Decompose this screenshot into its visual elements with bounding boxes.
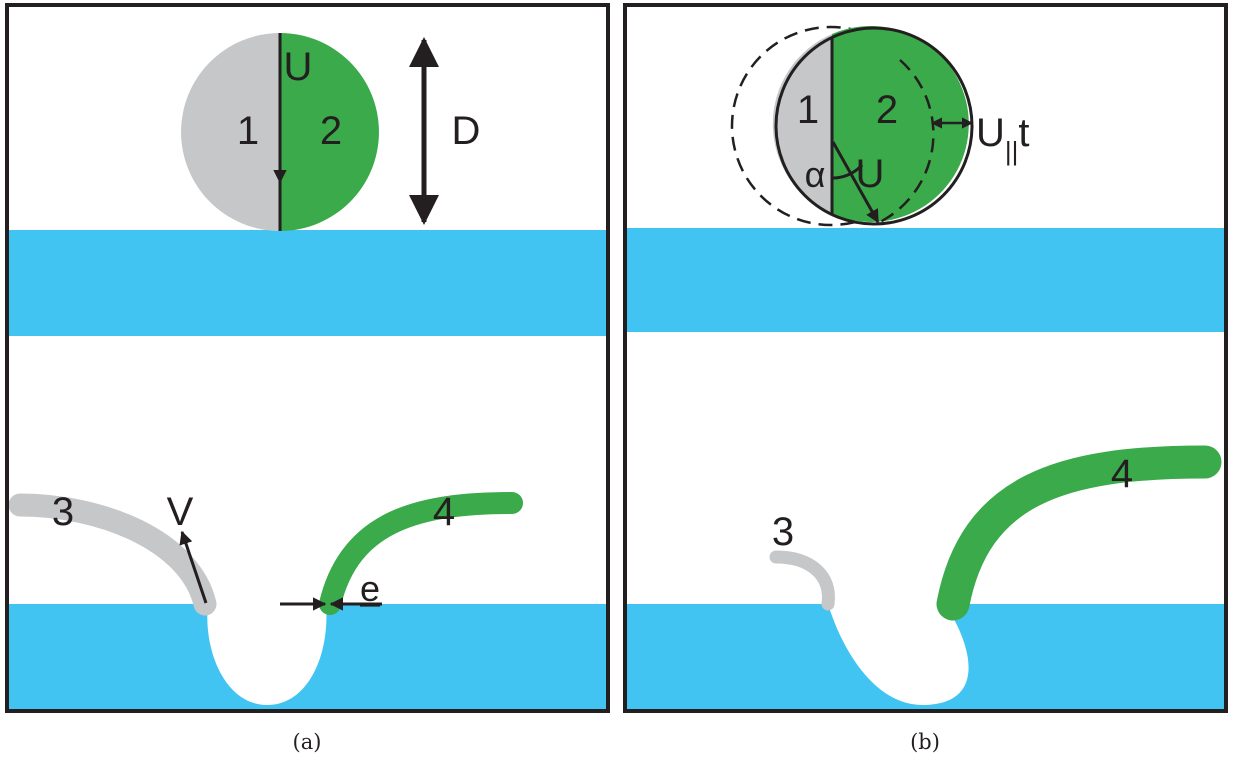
label-velocity: U <box>284 45 313 89</box>
label-thickness: e <box>360 568 380 609</box>
velocity-arrow <box>831 141 880 224</box>
label-velocity: U <box>856 152 885 196</box>
sheet-right <box>936 445 1222 621</box>
label-sheet-left: 3 <box>772 510 794 554</box>
label-sheet-velocity: V <box>167 490 194 534</box>
label-diameter: D <box>452 109 481 153</box>
label-parallel-velocity: U||t <box>976 111 1030 166</box>
caption-b: (b) <box>910 730 940 754</box>
cavity <box>207 604 327 705</box>
label-half-left: 1 <box>237 109 259 153</box>
caption-a: (a) <box>293 730 322 754</box>
sheet-left <box>8 493 217 616</box>
label-angle: α <box>805 154 826 195</box>
sheet-velocity-arrow <box>179 530 208 604</box>
sphere-half-grey <box>181 33 280 231</box>
label-sheet-right: 4 <box>433 490 455 534</box>
panel-b: 1 2 α U U||t 3 4 (b) <box>623 3 1228 754</box>
cavity <box>828 604 969 705</box>
water-layer-top <box>625 228 1226 332</box>
panel-a-frame <box>5 3 610 713</box>
sheet-right <box>319 492 523 615</box>
label-half-right: 2 <box>876 88 898 132</box>
label-half-left: 1 <box>797 88 819 132</box>
panel-b-frame <box>623 3 1228 713</box>
sphere-half-green <box>832 25 969 222</box>
water-layer-top <box>7 230 608 336</box>
sphere-half-green <box>280 33 379 231</box>
panel-a: 1 2 U D 3 V 4 e (a) <box>5 3 610 754</box>
angle-arc <box>831 163 864 180</box>
label-sheet-right: 4 <box>1111 452 1133 496</box>
label-sheet-left: 3 <box>52 490 74 534</box>
sphere-outline-initial-overlap <box>879 59 935 224</box>
label-half-right: 2 <box>320 109 342 153</box>
sheet-left <box>769 550 835 611</box>
